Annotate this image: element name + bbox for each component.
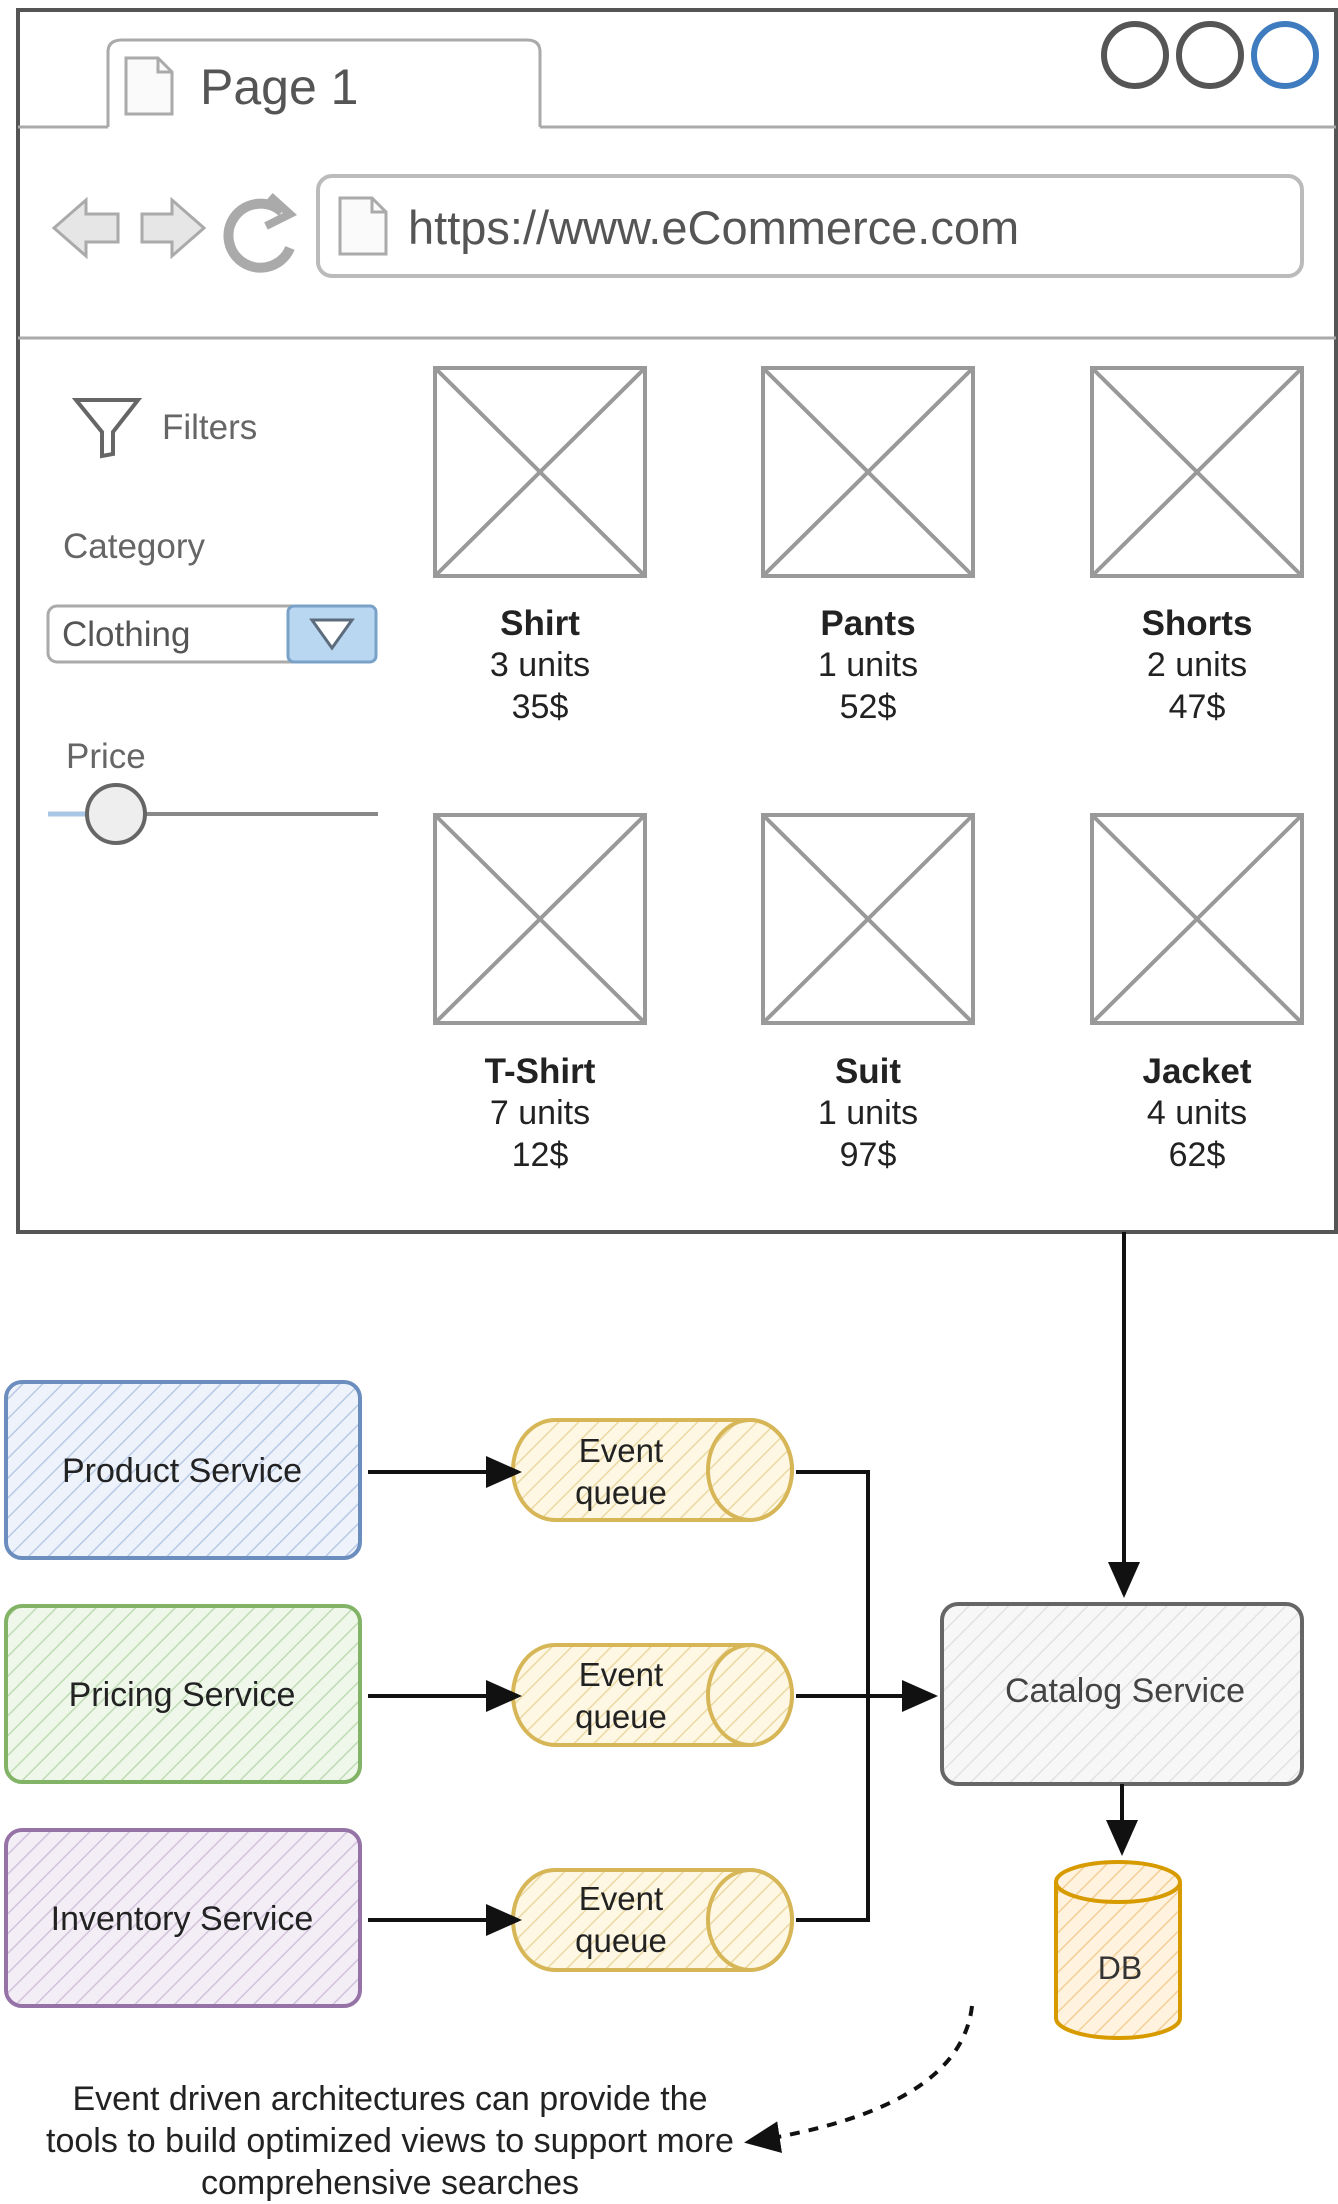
browser-window [16,8,1338,1234]
product-image-placeholders [433,366,1304,1025]
db-cylinder [1054,1860,1182,2040]
product-units: 1 units [817,1094,919,1132]
inventory-service-box [4,1828,362,2008]
image-placeholder-icon [433,366,647,578]
category-dropdown-value[interactable]: Clothing [62,615,191,654]
image-placeholder-icon [1090,366,1304,578]
product-price: 62$ [1168,1136,1226,1174]
product-name[interactable]: T-Shirt [484,1052,596,1091]
window-control-icon [1251,21,1319,89]
db-label: DB [1097,1950,1143,1986]
product-name[interactable]: Jacket [1142,1052,1252,1091]
queue-label-line1: Event [578,1880,664,1917]
event-queue-1 [511,1418,794,1522]
filter-icon [71,398,143,459]
product-price: 35$ [511,688,569,726]
product-name[interactable]: Shorts [1141,604,1253,643]
pricing-service-label: Pricing Service [68,1676,296,1714]
price-label: Price [66,737,146,776]
queue-label: Event queue [546,1430,696,1514]
product-units: 4 units [1146,1094,1248,1132]
queue-label-line1: Event [578,1432,664,1469]
chevron-down-icon [309,618,355,651]
product-units: 7 units [489,1094,591,1132]
image-placeholder-icon [761,366,975,578]
connector-queue1-to-catalog [796,1470,870,1694]
pricing-service-box [4,1604,362,1784]
architecture-note: Event driven architectures can provide t… [46,2080,734,2202]
product-price: 97$ [839,1136,897,1174]
queue-label-line2: queue [575,1922,667,1959]
catalog-service-label: Catalog Service [1004,1672,1245,1710]
category-label: Category [63,527,206,566]
image-placeholder-icon [761,813,975,1025]
back-arrow-icon [51,196,120,260]
event-queue-3 [511,1868,794,1972]
window-control-icon [1176,21,1244,89]
page-icon [124,56,174,116]
queue-label-line2: queue [575,1474,667,1511]
product-price: 52$ [839,688,897,726]
product-service-box [4,1380,362,1560]
product-name[interactable]: Shirt [500,604,580,643]
queue-label: Event queue [546,1878,696,1962]
product-price: 47$ [1168,688,1226,726]
product-units: 3 units [489,646,591,684]
queue-label: Event queue [546,1654,696,1738]
window-control-icon [1101,21,1169,89]
forward-arrow-icon [140,196,207,260]
product-units: 1 units [817,646,919,684]
image-placeholder-icon [433,813,647,1025]
page-icon [338,196,388,256]
architecture-diagram [4,1232,1304,2154]
image-placeholder-icon [1090,813,1304,1025]
filters-label[interactable]: Filters [162,408,258,447]
dashed-arrow-note [744,2005,974,2154]
product-service-label: Product Service [62,1452,302,1490]
product-name[interactable]: Pants [820,604,916,643]
tab-title[interactable]: Page 1 [200,59,359,115]
inventory-service-label: Inventory Service [50,1900,314,1938]
price-slider-handle [85,783,147,845]
browser-tab [106,38,542,127]
queue-label-line2: queue [575,1698,667,1735]
product-units: 2 units [1146,646,1248,684]
connector-queue3-to-catalog [796,1694,870,1922]
refresh-icon [223,193,298,273]
product-price: 12$ [511,1136,569,1174]
event-queue-2 [511,1643,794,1747]
address-bar [316,174,1304,278]
product-name[interactable]: Suit [834,1052,902,1091]
queue-label-line1: Event [578,1656,664,1693]
url-text[interactable]: https://www.eCommerce.com [408,201,1020,254]
